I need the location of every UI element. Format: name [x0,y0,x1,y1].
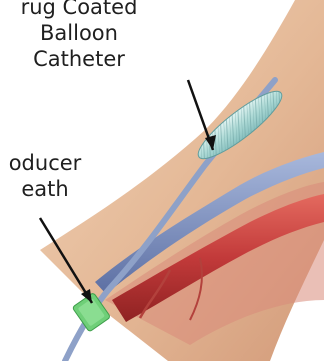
label-line: eath [0,176,104,202]
introducer-sheath-label: oducer eath [0,150,104,202]
drug-coated-balloon-catheter-label: rug Coated Balloon Catheter [0,0,158,72]
label-line: Catheter [0,46,158,72]
label-line: Balloon [0,20,158,46]
label-line: rug Coated [0,0,158,20]
label-line: oducer [0,150,104,176]
